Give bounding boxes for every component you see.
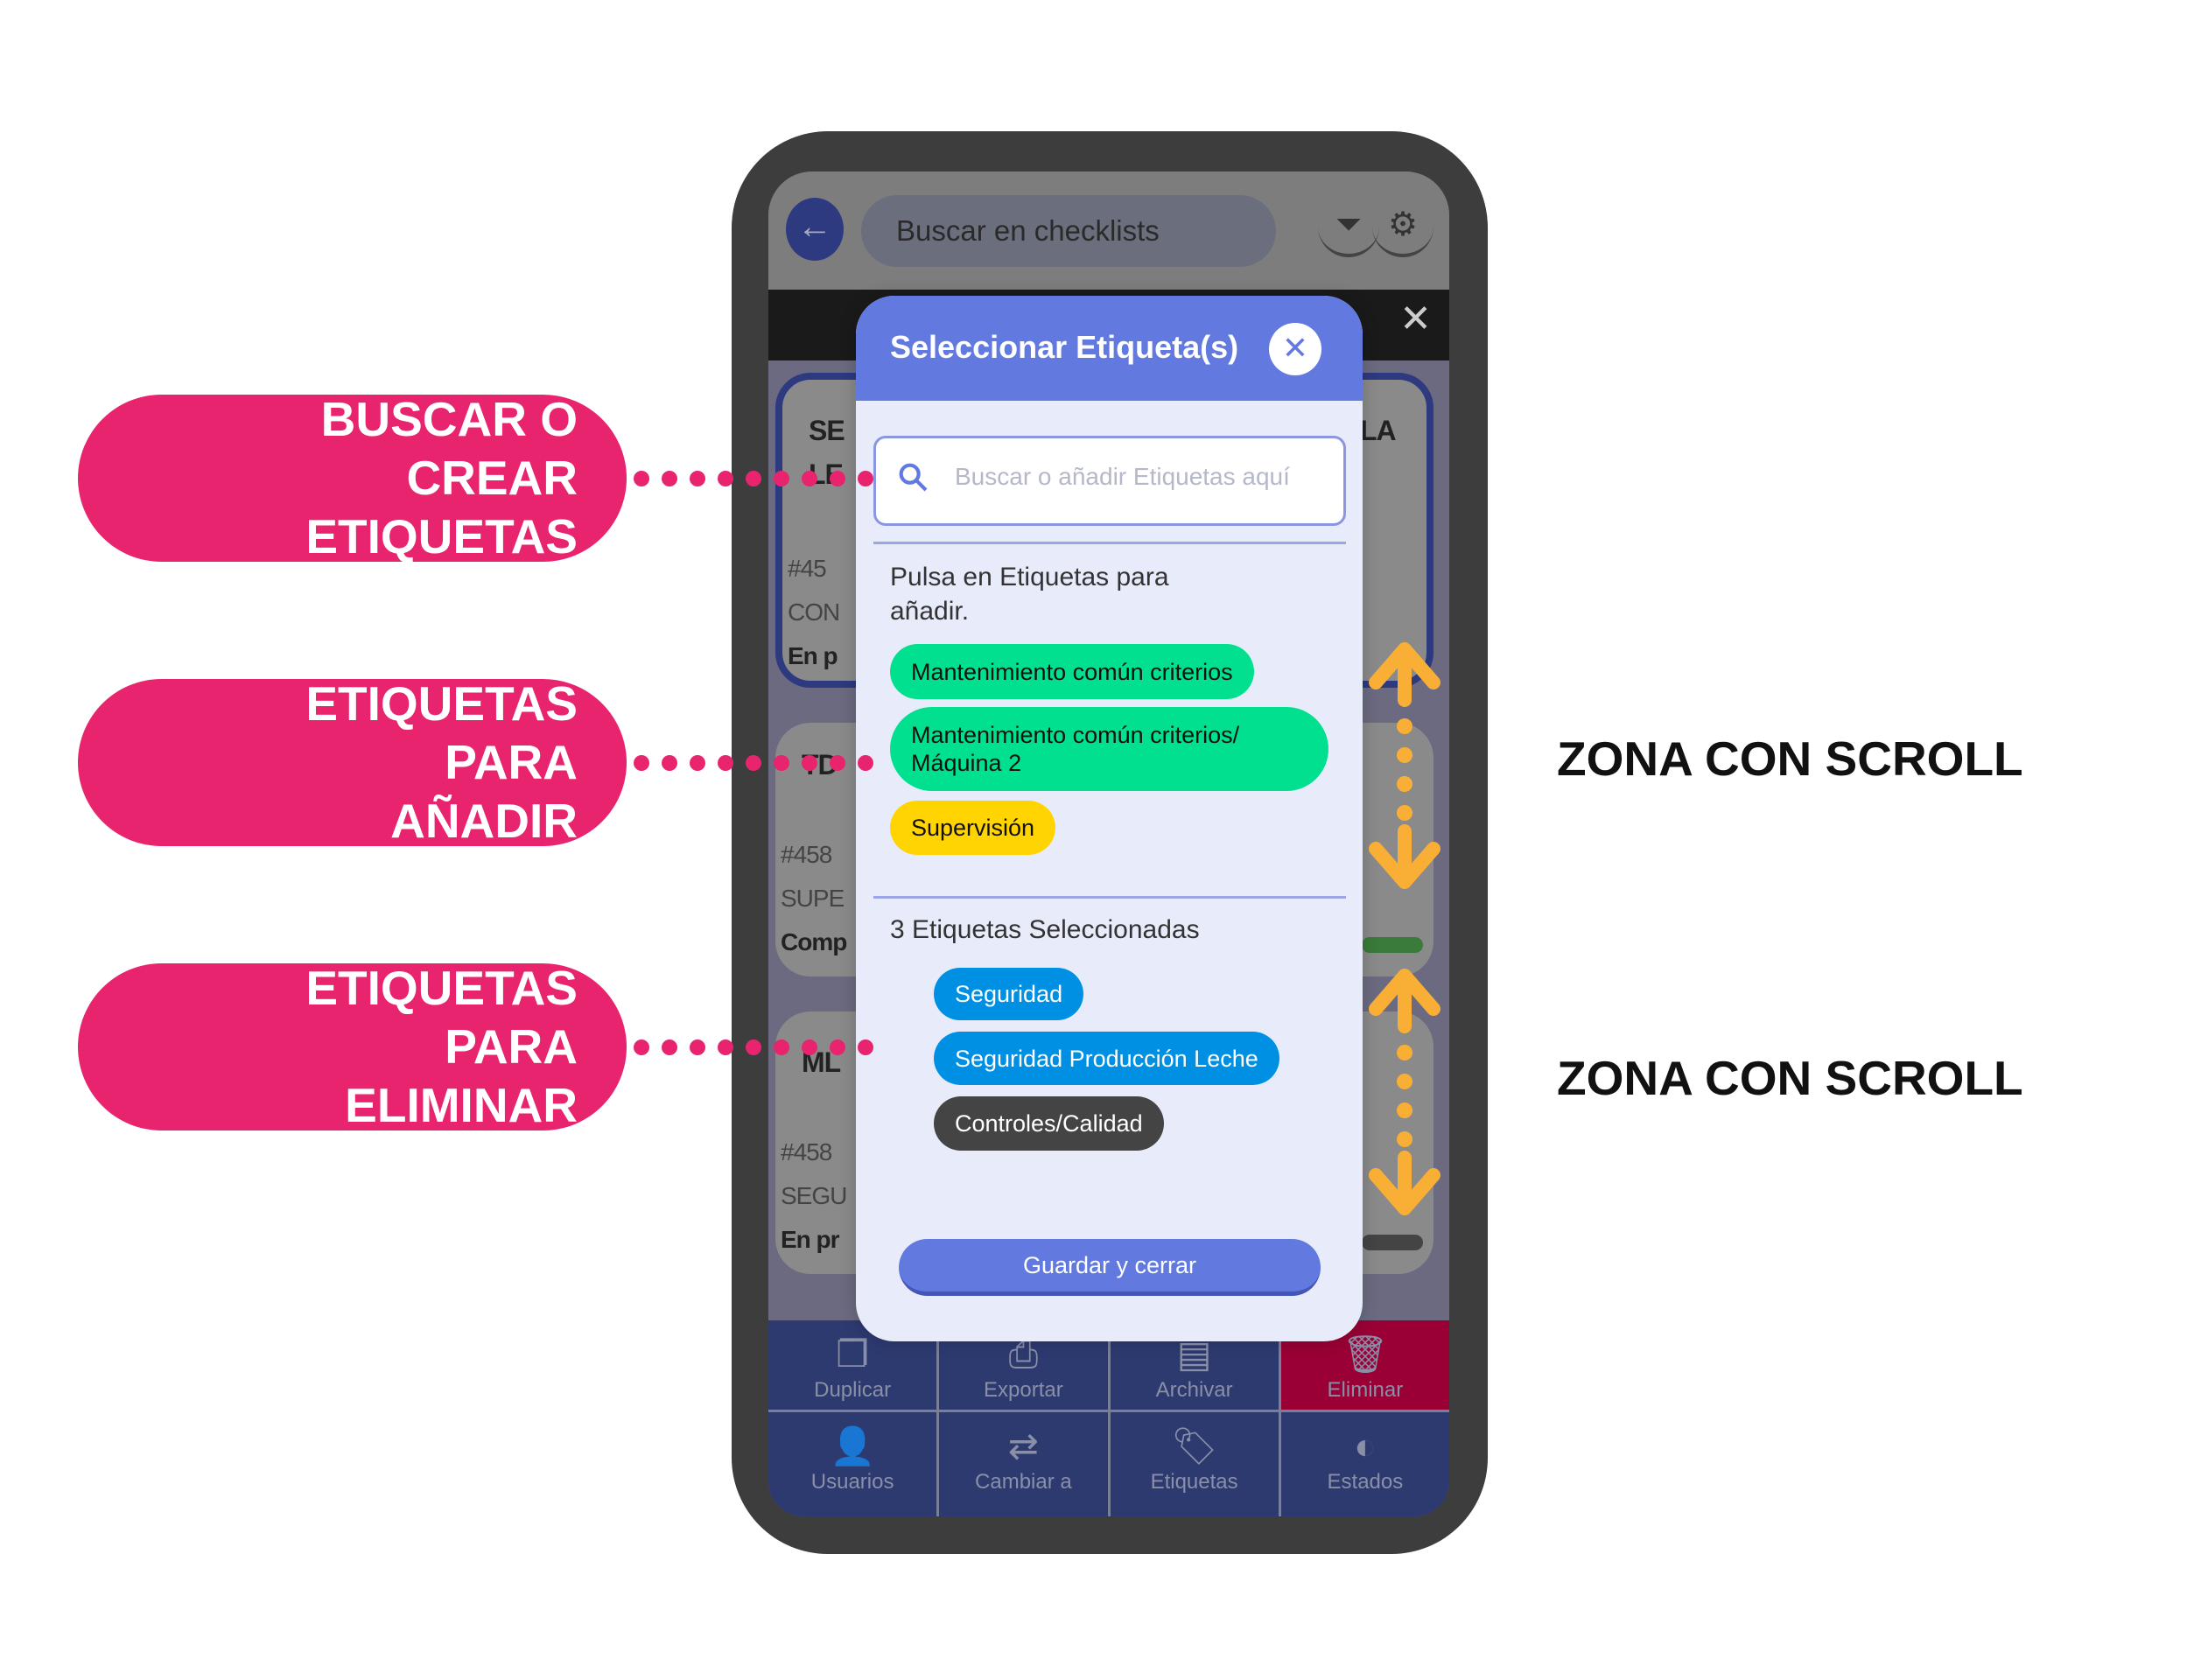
user-icon: 👤 xyxy=(829,1425,876,1466)
scroll-zone-label: ZONA CON SCROLL xyxy=(1557,1051,2023,1105)
selected-tag[interactable]: Seguridad Producción Leche xyxy=(934,1032,1279,1085)
gear-icon[interactable]: ⚙ xyxy=(1372,196,1433,257)
tag-icon: 🏷 xyxy=(1170,1425,1218,1466)
available-tag[interactable]: Mantenimiento común criterios/ Máquina 2 xyxy=(890,707,1328,791)
available-tag[interactable]: Mantenimiento común criterios xyxy=(890,644,1254,699)
close-icon[interactable]: ✕ xyxy=(1269,323,1321,375)
back-arrow-icon[interactable]: ← xyxy=(786,198,844,261)
switch-button[interactable]: ⇄Cambiar a xyxy=(939,1412,1111,1516)
dotted-connector xyxy=(634,1040,887,1055)
checklist-search-input[interactable]: Buscar en checklists xyxy=(861,195,1276,267)
scroll-zone-label: ZONA CON SCROLL xyxy=(1557,732,2023,786)
available-tag[interactable]: Supervisión xyxy=(890,801,1056,855)
switch-briefcase-icon: ⇄ xyxy=(1007,1425,1039,1466)
states-button[interactable]: ◐Estados xyxy=(1281,1412,1449,1516)
divider xyxy=(873,542,1346,544)
callout-search: BUSCAR O CREAR ETIQUETAS xyxy=(78,392,627,564)
callout-remove: ETIQUETAS PARA ELIMINAR xyxy=(78,961,627,1132)
bottom-nav: 👤Usuarios ⇄Cambiar a 🏷Etiquetas ◐Estados xyxy=(768,1410,1449,1516)
save-and-close-button[interactable]: Guardar y cerrar xyxy=(899,1239,1321,1296)
divider xyxy=(873,896,1346,899)
tag-select-modal: Seleccionar Etiqueta(s) ✕ Pulsa en Etiqu… xyxy=(856,296,1363,1341)
toggle-icon: ◐ xyxy=(1354,1425,1377,1466)
modal-header: Seleccionar Etiqueta(s) ✕ xyxy=(856,296,1363,401)
scroll-arrow-icon xyxy=(1369,969,1440,1215)
modal-title: Seleccionar Etiqueta(s) xyxy=(890,329,1239,365)
selected-tag[interactable]: Seguridad xyxy=(934,968,1084,1020)
tag-search-field[interactable] xyxy=(873,436,1346,526)
scroll-arrow-icon xyxy=(1369,642,1440,889)
search-icon xyxy=(899,463,928,492)
users-button[interactable]: 👤Usuarios xyxy=(768,1412,940,1516)
duplicate-button[interactable]: ❐Duplicar xyxy=(768,1320,940,1410)
progress-bar xyxy=(1362,937,1423,953)
selected-tag[interactable]: Controles/Calidad xyxy=(934,1096,1164,1151)
delete-button[interactable]: 🗑Eliminar xyxy=(1280,1320,1449,1410)
tag-search-input[interactable] xyxy=(955,463,1322,491)
filter-icon[interactable]: ⏷ xyxy=(1318,196,1379,257)
copy-icon: ❐ xyxy=(836,1334,869,1375)
tags-button[interactable]: 🏷Etiquetas xyxy=(1111,1412,1281,1516)
callout-add: ETIQUETAS PARA AÑADIR xyxy=(78,676,627,848)
selected-count: 3 Etiquetas Seleccionadas xyxy=(890,915,1200,944)
progress-bar xyxy=(1362,1235,1423,1250)
dotted-connector xyxy=(634,471,887,486)
close-icon[interactable]: ✕ xyxy=(1399,298,1432,340)
top-bar: ← Buscar en checklists ⏷ ⚙ xyxy=(768,172,1449,290)
hint-text: Pulsa en Etiquetas para añadir. xyxy=(890,563,1169,626)
dotted-connector xyxy=(634,755,887,771)
trash-icon: 🗑 xyxy=(1342,1334,1389,1375)
